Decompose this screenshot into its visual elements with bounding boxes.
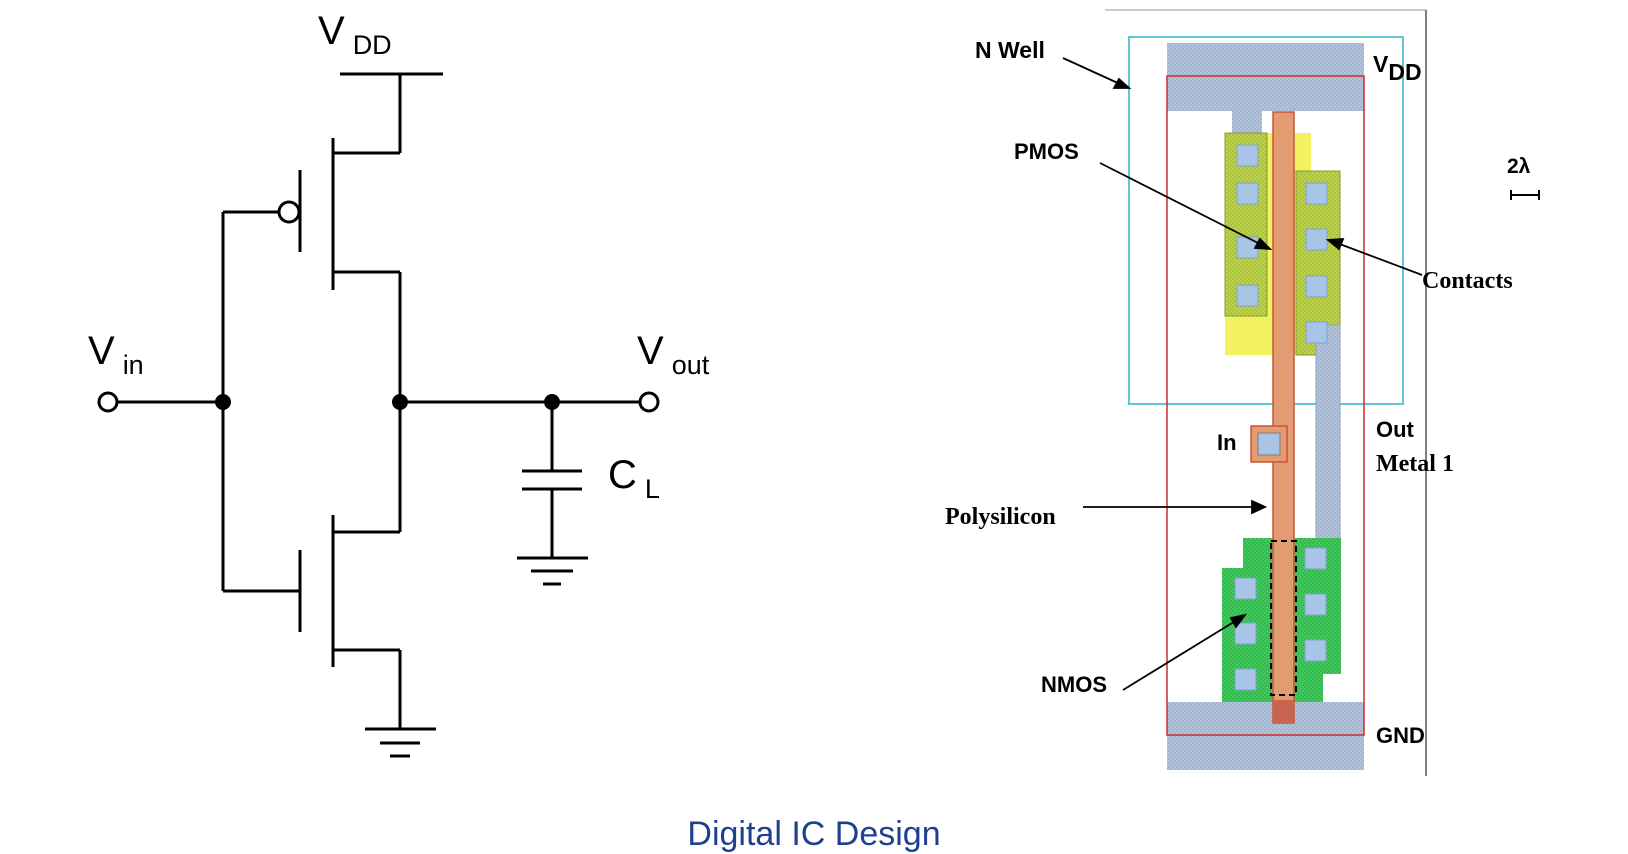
contact: [1305, 275, 1328, 298]
cell-boundary: [1166, 75, 1365, 736]
ground-symbol: [365, 727, 436, 758]
pmos-transistor: [223, 138, 400, 290]
contact: [1305, 228, 1328, 251]
annotation-arrows: [1062, 57, 1423, 691]
poly-end-cap: [1273, 700, 1294, 723]
in-label: In: [1217, 430, 1237, 455]
contacts-label: Contacts: [1422, 268, 1513, 294]
nmos-channel-marker: [1270, 540, 1297, 696]
scale-label: 2λ: [1507, 155, 1531, 178]
junction-dot: [392, 394, 408, 410]
junction-dot: [544, 394, 560, 410]
load-capacitor: [517, 402, 588, 586]
vin-terminal: [97, 391, 119, 413]
out-metal1-strip: [1315, 324, 1341, 546]
contact: [1236, 182, 1259, 205]
contact: [1305, 182, 1328, 205]
nmos-transistor: [223, 515, 400, 667]
nwell-label: N Well: [975, 37, 1045, 63]
contact: [1304, 593, 1327, 616]
inverter-schematic: [97, 72, 660, 758]
contact: [1234, 622, 1257, 645]
pmos-contacts-right: [1305, 182, 1328, 344]
vout-terminal: [638, 391, 660, 413]
vdd-metal-rail: [1167, 43, 1364, 111]
inverter-layout: [1062, 9, 1540, 776]
contact: [1304, 547, 1327, 570]
contact: [1234, 577, 1257, 600]
contact: [1236, 144, 1259, 167]
pmos-label: PMOS: [1014, 139, 1079, 164]
junction-dot: [215, 394, 231, 410]
input-contact: [1257, 432, 1281, 456]
scale-bar: [1510, 190, 1540, 200]
junction-dots: [215, 394, 560, 410]
contact: [1234, 668, 1257, 691]
nmos-contacts-right: [1304, 547, 1327, 662]
contact: [1305, 321, 1328, 344]
nmos-label: NMOS: [1041, 672, 1107, 697]
nmos-contacts-left: [1234, 577, 1257, 691]
pmos-bubble: [277, 200, 301, 224]
metal1-label: Metal 1: [1376, 451, 1454, 477]
nwell-outline: [1128, 36, 1404, 405]
out-label: Out: [1376, 417, 1415, 442]
polysilicon-gate: [1272, 111, 1295, 724]
contact: [1304, 639, 1327, 662]
polysilicon-label: Polysilicon: [945, 504, 1056, 530]
layout-vdd-label: VDD: [1373, 51, 1422, 85]
contact: [1236, 284, 1259, 307]
gnd-metal-rail: [1167, 702, 1364, 770]
gnd-label: GND: [1376, 723, 1425, 748]
pmos-contacts-left: [1236, 144, 1259, 307]
footer-title: Digital IC Design: [687, 815, 941, 853]
